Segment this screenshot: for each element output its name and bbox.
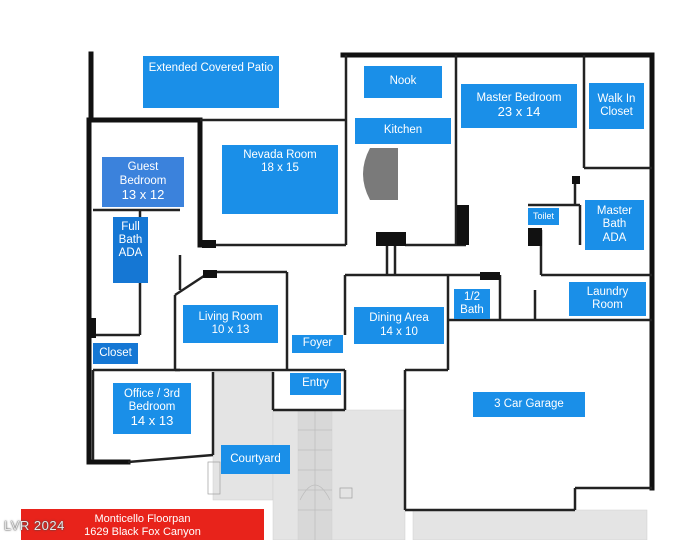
entry-label: Entry <box>290 373 341 395</box>
patio-label: Extended Covered Patio <box>143 56 279 108</box>
foyer-name: Foyer <box>302 337 333 350</box>
patio-name: Extended Covered Patio <box>148 62 274 74</box>
laundry-line2: Room <box>592 299 623 311</box>
living-room-name: Living Room <box>198 310 263 323</box>
nevada-room-name: Nevada Room <box>243 149 317 161</box>
full-bath-line1: Full <box>121 221 140 233</box>
plan-title-banner: Monticello Floorpan 1629 Black Fox Canyo… <box>21 509 264 540</box>
full-bath-line2: Bath <box>118 234 143 247</box>
office-line1: Office / 3rd <box>123 387 181 400</box>
courtyard-label: Courtyard <box>221 445 290 474</box>
laundry-line1: Laundry <box>586 285 629 298</box>
banner-address: 1629 Black Fox Canyon <box>84 526 201 538</box>
toilet-label: Toilet <box>528 208 559 225</box>
dining-area-size: 14 x 10 <box>380 325 418 338</box>
master-bedroom-size: 23 x 14 <box>497 104 541 120</box>
entry-name: Entry <box>302 377 329 390</box>
wall-blocks <box>88 176 580 338</box>
closet-label: Closet <box>93 343 138 364</box>
guest-bedroom-line1: Guest <box>127 161 159 174</box>
full-bath-line3: ADA <box>118 247 143 260</box>
living-room-size: 10 x 13 <box>211 324 250 336</box>
courtyard-name: Courtyard <box>230 452 281 465</box>
banner-title: Monticello Floorpan <box>94 513 191 525</box>
kitchen-island <box>363 148 398 200</box>
garage-label: 3 Car Garage <box>473 392 585 417</box>
kitchen-name: Kitchen <box>383 124 423 137</box>
office-size: 14 x 13 <box>130 413 174 429</box>
garage-name: 3 Car Garage <box>494 397 564 410</box>
toilet-name: Toilet <box>532 211 554 222</box>
interior-walls <box>91 55 652 512</box>
nevada-room-size: 18 x 15 <box>261 162 299 175</box>
half-bath-line2: Bath <box>460 304 484 316</box>
master-bath-line3: ADA <box>602 231 627 244</box>
guest-bedroom-line2: Bedroom <box>119 174 167 187</box>
walk-in-line1: Walk In <box>597 92 636 105</box>
master-bath-line2: Bath <box>602 218 627 231</box>
closet-name: Closet <box>99 346 132 359</box>
exterior-walls <box>86 51 655 491</box>
nook-label: Nook <box>364 66 442 98</box>
half-bath-line1: 1/2 <box>464 290 480 303</box>
listing-watermark: LVR 2024 <box>4 518 65 533</box>
office-line2: Bedroom <box>128 401 176 414</box>
guest-bedroom-size: 13 x 12 <box>121 186 165 202</box>
nook-name: Nook <box>389 75 417 88</box>
dining-area-name: Dining Area <box>369 312 429 325</box>
master-bedroom-name: Master Bedroom <box>476 91 562 104</box>
master-bath-line1: Master <box>596 205 633 218</box>
walk-in-line2: Closet <box>600 106 633 118</box>
kitchen-label: Kitchen <box>355 118 451 144</box>
foyer-label: Foyer <box>292 335 343 353</box>
paver-grid <box>207 410 353 540</box>
